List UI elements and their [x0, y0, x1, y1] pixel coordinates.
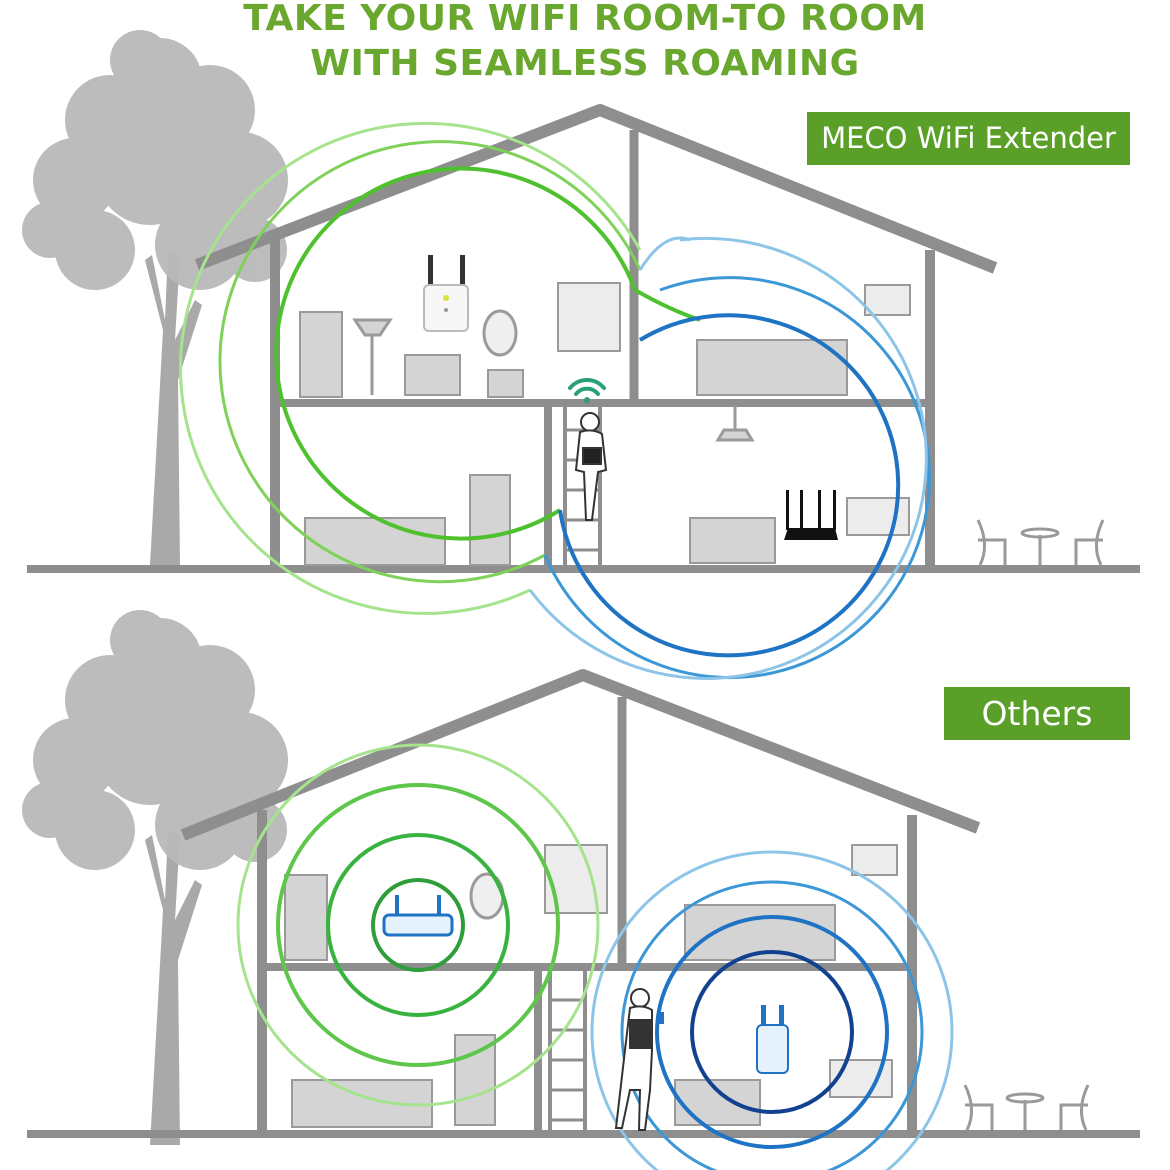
tree-icon	[22, 610, 288, 1145]
others-router-signal	[236, 743, 600, 1107]
meco-signal-waves	[179, 121, 931, 680]
router-icon	[382, 895, 454, 937]
meco-extender-label: MECO WiFi Extender	[807, 112, 1130, 165]
bottom-scene	[22, 610, 1140, 1170]
wifi-signal-icon	[568, 377, 606, 403]
others-label: Others	[944, 687, 1130, 740]
headline-line-1: TAKE YOUR WIFI ROOM-TO ROOM	[243, 0, 927, 39]
headline-line-2: WITH SEAMLESS ROAMING	[310, 43, 860, 84]
person-icon	[574, 412, 608, 521]
router-icon	[784, 490, 838, 540]
others-extender-signal	[590, 850, 954, 1170]
tree-icon	[22, 30, 288, 565]
wifi-extender-icon	[756, 1005, 789, 1074]
wifi-extender-icon	[423, 255, 469, 332]
person-icon	[614, 988, 664, 1131]
top-scene	[22, 30, 1140, 680]
